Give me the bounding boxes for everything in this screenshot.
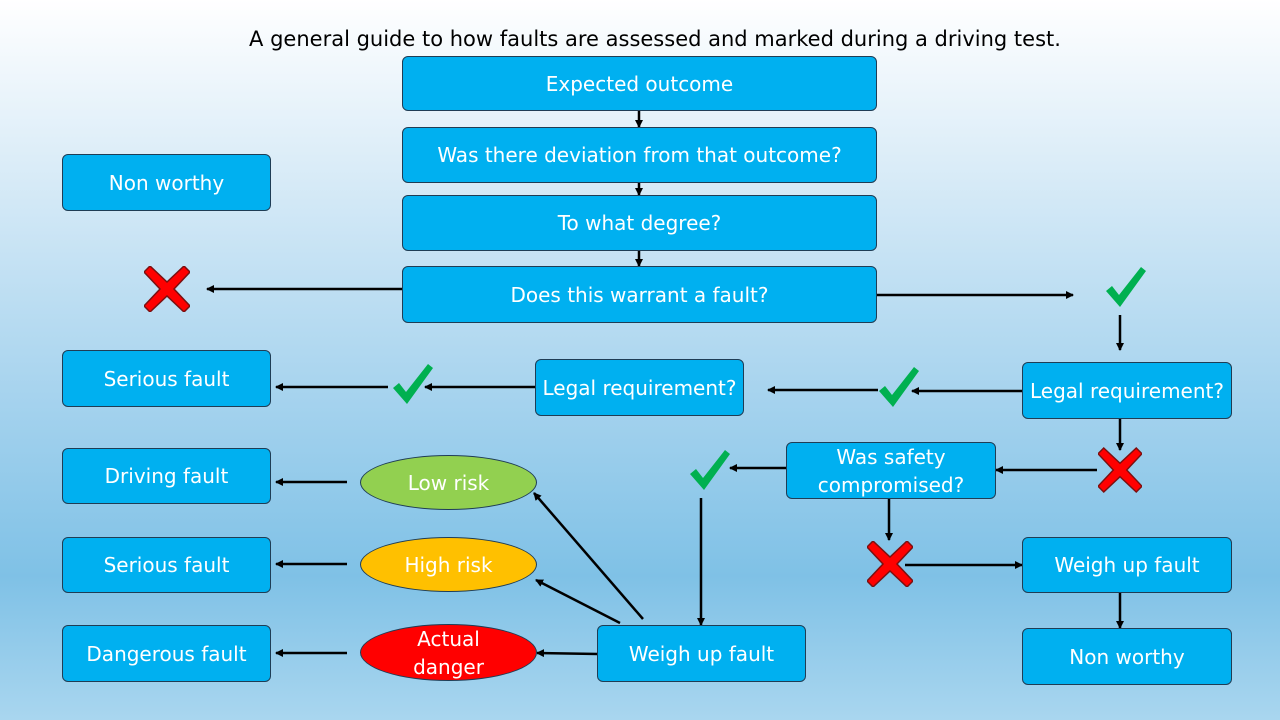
- oval-low-risk: Low risk: [360, 455, 537, 510]
- check-icon: [393, 364, 433, 404]
- oval-high-risk: High risk: [360, 537, 537, 592]
- arrow-weigh-to-actual-danger: [536, 649, 599, 658]
- oval-actual-danger: Actual danger: [360, 624, 537, 681]
- arrow-weigh-to-low-risk: [533, 492, 644, 620]
- node-safety-compromised: Was safety compromised?: [786, 442, 996, 499]
- cross-icon: [144, 266, 190, 312]
- node-serious-fault-bottom: Serious fault: [62, 537, 271, 593]
- cross-icon: [1098, 447, 1142, 493]
- node-weigh-up-left: Weigh up fault: [597, 625, 806, 682]
- node-warrant-fault: Does this warrant a fault?: [402, 266, 877, 323]
- check-icon: [690, 450, 730, 490]
- check-icon: [1106, 267, 1146, 307]
- node-degree: To what degree?: [402, 195, 877, 251]
- node-legal-requirement-right: Legal requirement?: [1022, 362, 1232, 419]
- node-driving-fault: Driving fault: [62, 448, 271, 504]
- diagram-title: A general guide to how faults are assess…: [249, 27, 1061, 51]
- node-non-worthy-top: Non worthy: [62, 154, 271, 211]
- node-weigh-up-right: Weigh up fault: [1022, 537, 1232, 593]
- check-icon: [879, 367, 919, 407]
- node-deviation: Was there deviation from that outcome?: [402, 127, 877, 183]
- node-expected-outcome: Expected outcome: [402, 56, 877, 111]
- node-serious-fault-top: Serious fault: [62, 350, 271, 407]
- node-legal-requirement-middle: Legal requirement?: [535, 359, 744, 416]
- node-dangerous-fault: Dangerous fault: [62, 625, 271, 682]
- node-non-worthy-bottom: Non worthy: [1022, 628, 1232, 685]
- arrow-weigh-to-high-risk: [535, 578, 621, 625]
- cross-icon: [867, 541, 913, 587]
